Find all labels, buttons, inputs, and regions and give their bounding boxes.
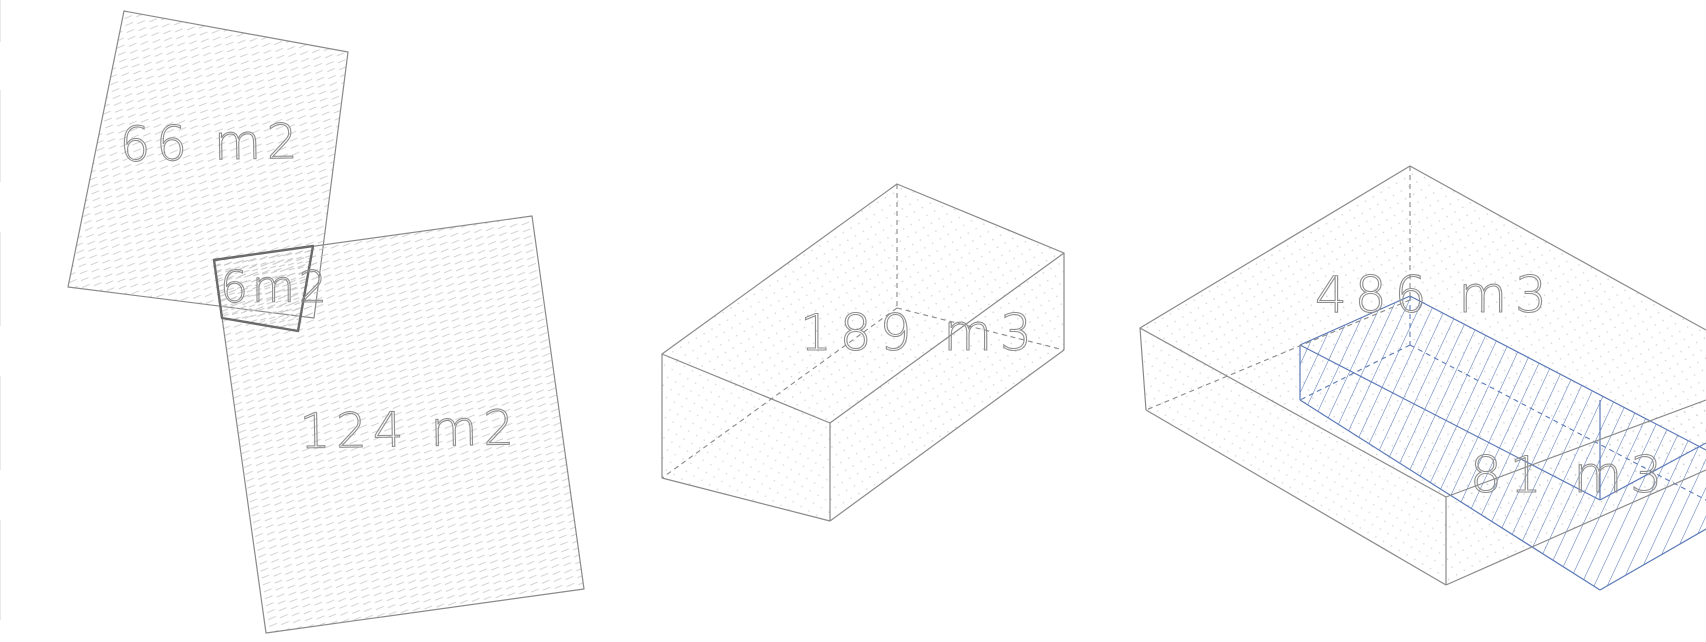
volume-intersect-label: 81 m3 — [1470, 446, 1670, 504]
area-a-label: 66 m2 — [119, 114, 304, 173]
volume-large-label: 486 m3 — [1315, 266, 1555, 324]
left-edge-ticks — [0, 0, 2, 642]
overlap-label: 6m2 — [220, 262, 331, 313]
area-b-shape — [213, 215, 585, 634]
volume-intersect-prism — [1299, 295, 1706, 591]
area-group: 66 m2 124 m2 6m2 — [67, 10, 585, 634]
volume-small-label: 189 m3 — [800, 304, 1040, 362]
volume-large-box: 486 m3 81 m3 — [1139, 165, 1706, 591]
overlap-shape — [212, 244, 315, 333]
volume-small-box: 189 m3 — [661, 183, 1065, 522]
area-b-label: 124 m2 — [299, 400, 520, 460]
